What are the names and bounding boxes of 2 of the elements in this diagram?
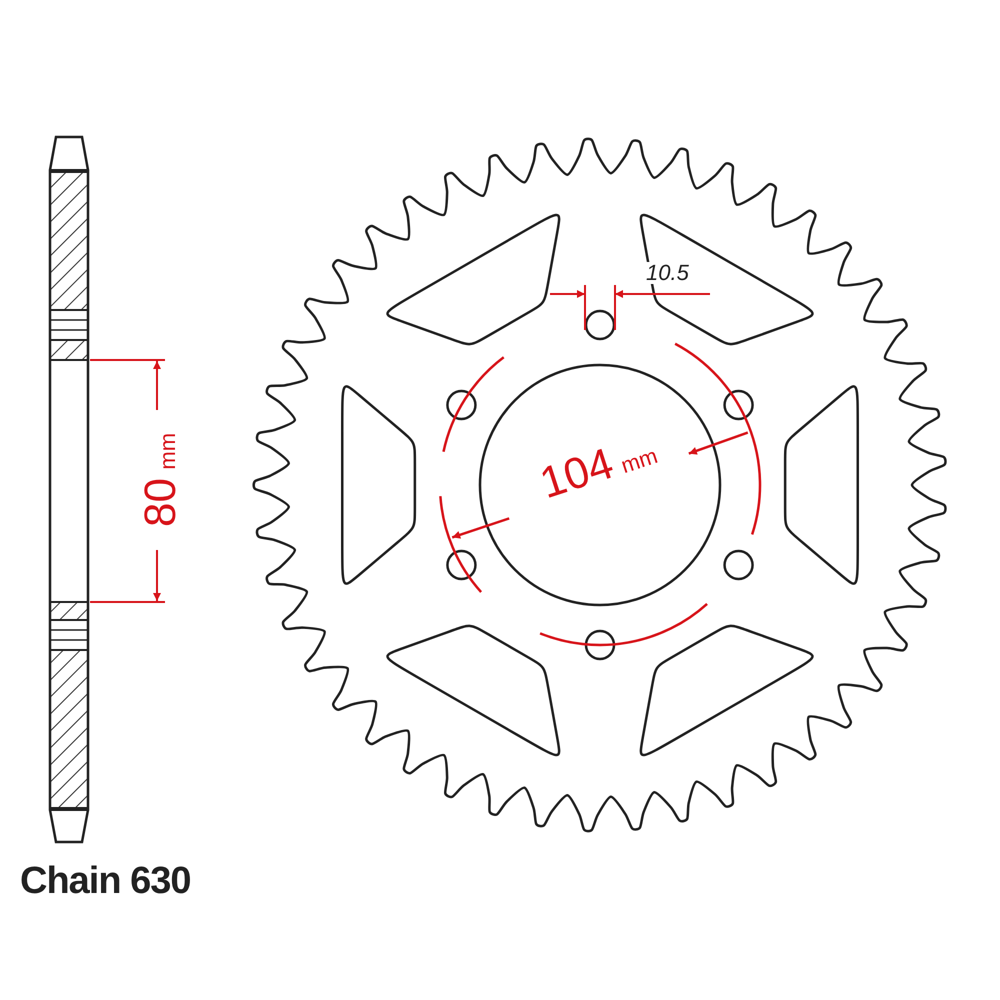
dimension-label: 10.5 (644, 262, 691, 284)
chain-size-label: Chain 630 (20, 862, 191, 900)
